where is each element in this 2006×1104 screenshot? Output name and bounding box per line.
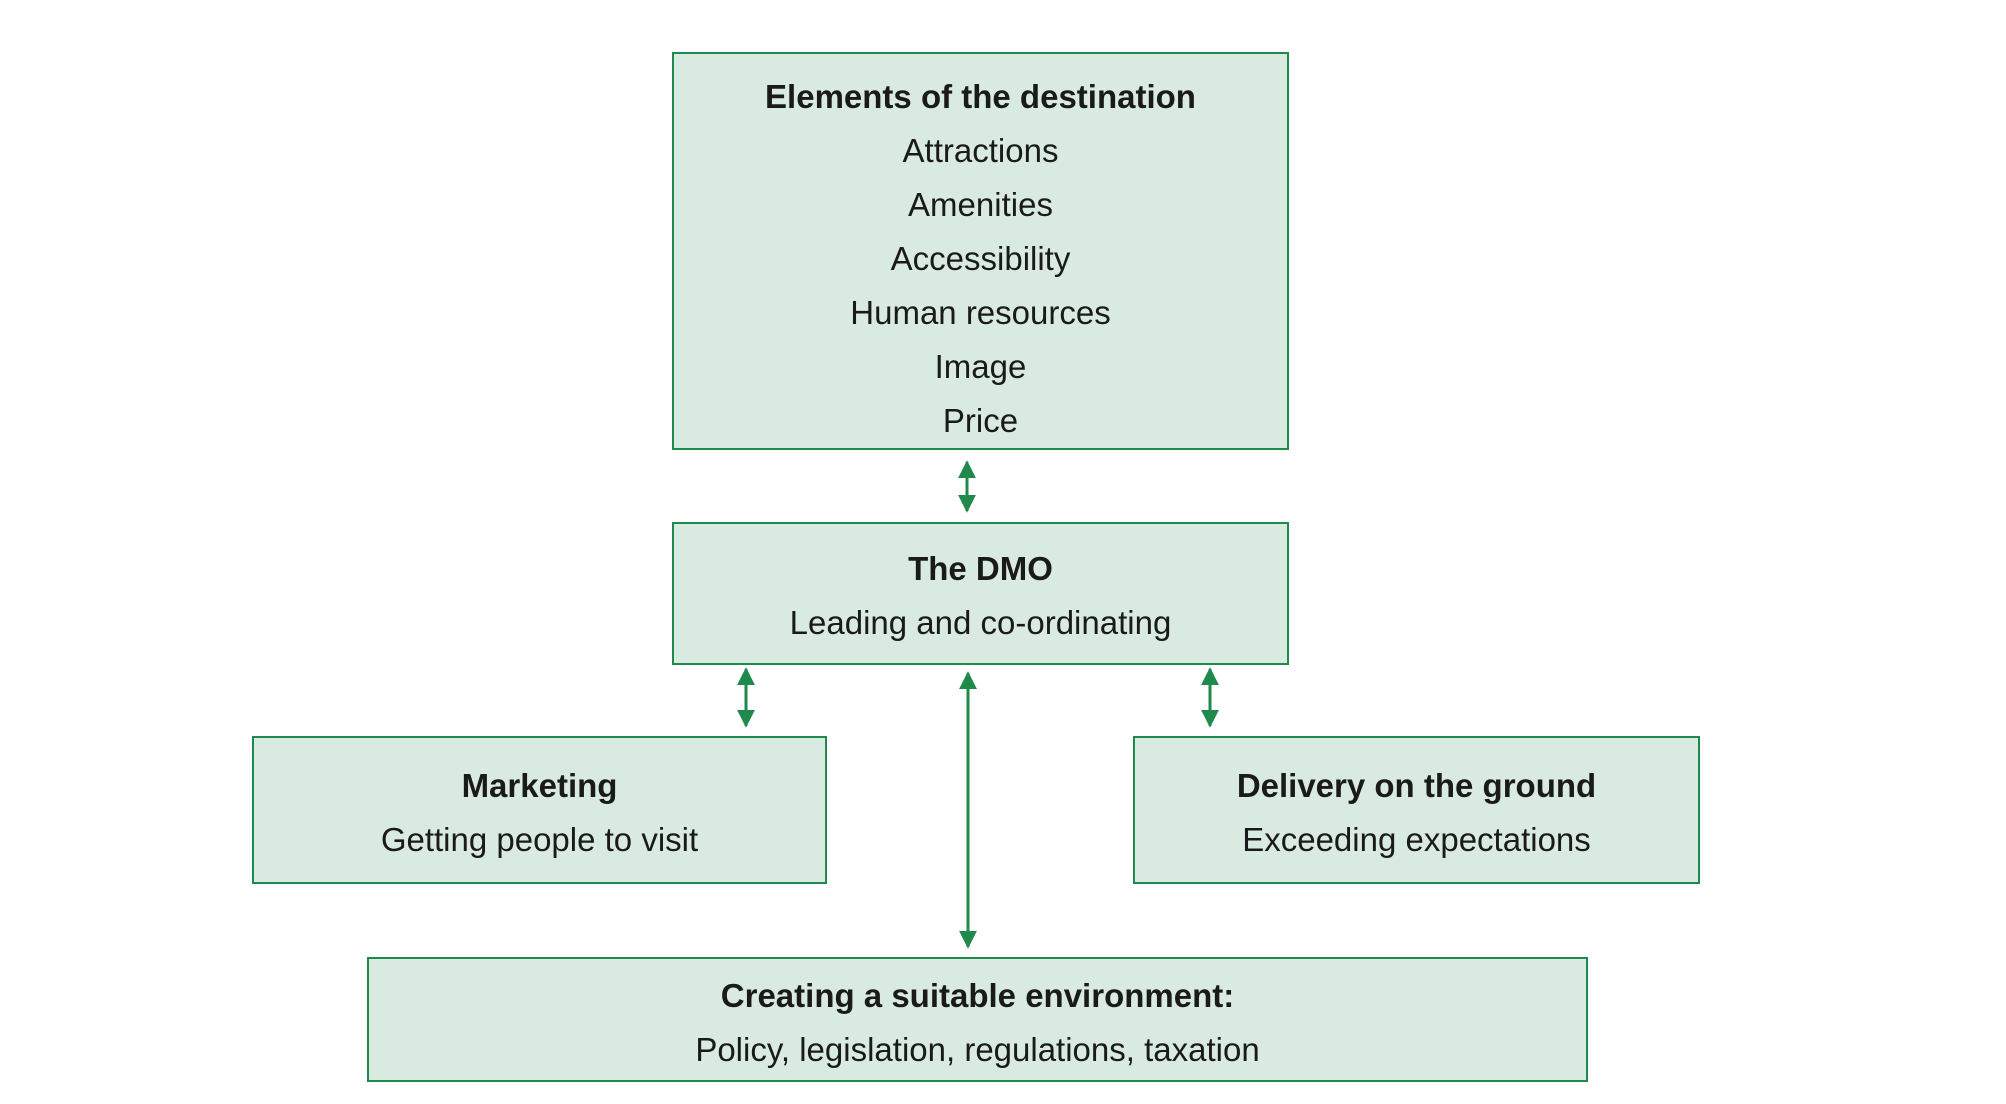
marketing-box-subtitle: Getting people to visit [380, 821, 699, 858]
dmo-box: The DMO Leading and co-ordinating [672, 522, 1289, 665]
delivery-box-subtitle: Exceeding expectations [1242, 821, 1591, 858]
environment-box-subtitle: Policy, legislation, regulations, taxati… [695, 1031, 1260, 1068]
marketing-box: Marketing Getting people to visit [252, 736, 827, 884]
dmo-box-subtitle: Leading and co-ordinating [789, 604, 1172, 641]
element-item-human-resources: Human resources [850, 294, 1111, 331]
element-item-amenities: Amenities [908, 186, 1053, 223]
environment-box: Creating a suitable environment: Policy,… [367, 957, 1588, 1082]
marketing-box-title: Marketing [461, 767, 618, 804]
elements-box-title: Elements of the destination [765, 78, 1196, 115]
environment-box-title: Creating a suitable environment: [720, 977, 1235, 1014]
element-item-price: Price [942, 402, 1019, 439]
elements-of-destination-box: Elements of the destination Attractions … [672, 52, 1289, 450]
delivery-box: Delivery on the ground Exceeding expecta… [1133, 736, 1700, 884]
element-item-accessibility: Accessibility [890, 240, 1071, 277]
element-item-attractions: Attractions [902, 132, 1059, 169]
delivery-box-title: Delivery on the ground [1236, 767, 1597, 804]
dmo-box-title: The DMO [908, 550, 1053, 587]
element-item-image: Image [934, 348, 1027, 385]
